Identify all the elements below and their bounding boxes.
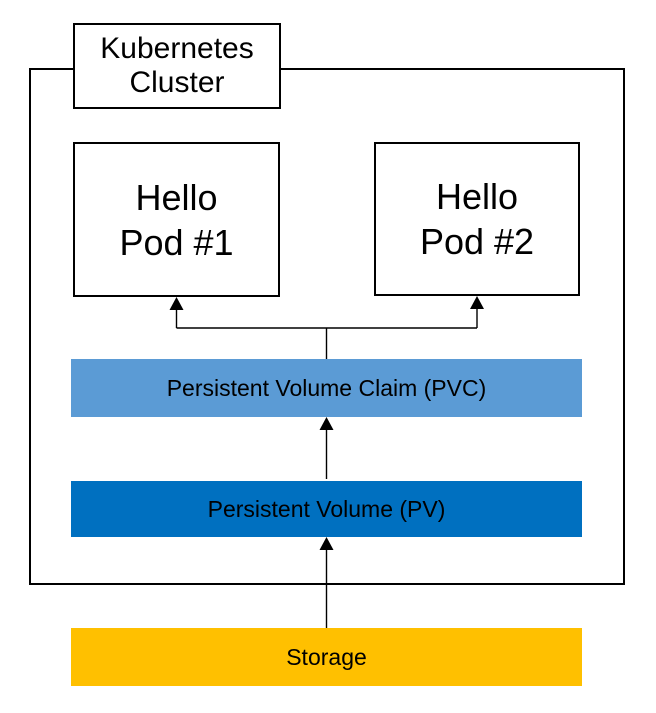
node-storage: Storage (71, 628, 582, 686)
node-hello-pod-1: Hello Pod #1 (73, 142, 280, 297)
node-persistent-volume-claim: Persistent Volume Claim (PVC) (71, 359, 582, 417)
node-persistent-volume: Persistent Volume (PV) (71, 481, 582, 537)
node-hello-pod-2: Hello Pod #2 (374, 142, 580, 296)
kubernetes-cluster-label: Kubernetes Cluster (73, 23, 281, 109)
